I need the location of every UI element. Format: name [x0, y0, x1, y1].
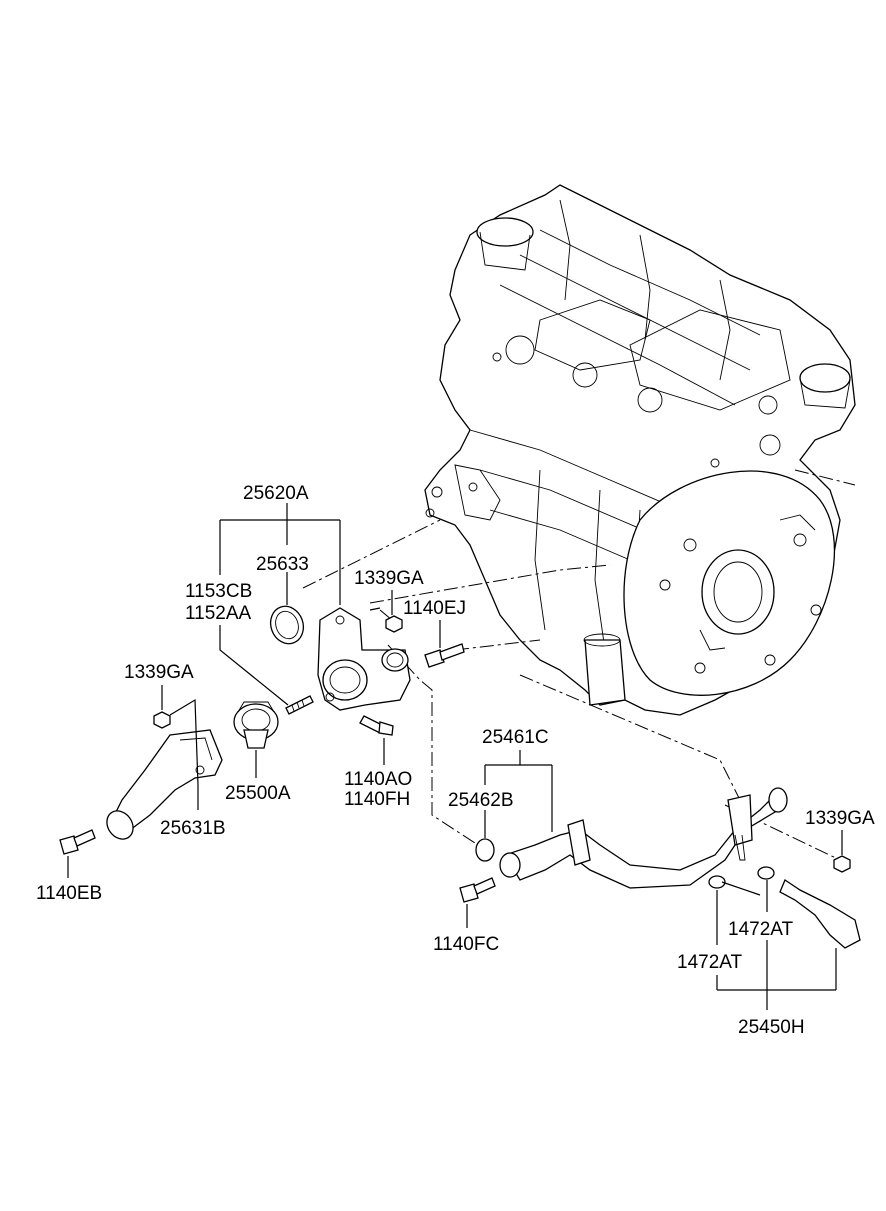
label-1140ej[interactable]: 1140EJ: [403, 598, 466, 619]
gasket-ring-25633[interactable]: [265, 602, 308, 649]
nut-1339ga-left[interactable]: [153, 711, 171, 729]
clamp-1472at-right[interactable]: [757, 866, 775, 880]
label-1339ga-left[interactable]: 1339GA: [124, 662, 194, 683]
water-inlet-fitting-25631b[interactable]: [102, 729, 223, 844]
label-1339ga-right[interactable]: 1339GA: [805, 808, 875, 829]
label-25450h[interactable]: 25450H: [738, 1017, 805, 1038]
part-labels: 25620A 25633 1153CB 1152AA 1339GA 1140EJ…: [36, 483, 875, 1038]
label-1140fc[interactable]: 1140FC: [433, 934, 499, 955]
bolt-1140fc[interactable]: [459, 877, 496, 903]
engine-block: [424, 184, 856, 716]
label-1140fh[interactable]: 1140FH: [344, 789, 410, 810]
nut-1339ga-right[interactable]: [833, 855, 851, 873]
bolt-1140eb[interactable]: [59, 829, 96, 855]
nut-1339ga-top[interactable]: [385, 615, 403, 633]
leader-lines: [67, 503, 843, 1010]
bolt-1140ao[interactable]: [359, 715, 394, 736]
label-25620a[interactable]: 25620A: [243, 483, 309, 504]
thermostat-25500a[interactable]: [233, 701, 279, 749]
label-1153cb[interactable]: 1153CB: [185, 581, 252, 602]
bolt-1140ej[interactable]: [424, 643, 465, 668]
o-ring-25462b[interactable]: [475, 838, 495, 862]
label-1152aa[interactable]: 1152AA: [185, 603, 252, 624]
label-25500a[interactable]: 25500A: [225, 783, 291, 804]
label-25633[interactable]: 25633: [256, 554, 309, 575]
label-25462b[interactable]: 25462B: [448, 790, 514, 811]
thermostat-housing[interactable]: [317, 607, 411, 711]
hose-25450h[interactable]: [779, 879, 861, 949]
water-pipe-25461c[interactable]: [499, 787, 788, 889]
label-1472at-left[interactable]: 1472AT: [677, 952, 743, 973]
label-1339ga-top[interactable]: 1339GA: [354, 568, 424, 589]
label-1472at-right[interactable]: 1472AT: [728, 919, 794, 940]
label-25461c[interactable]: 25461C: [482, 727, 549, 748]
label-1140eb[interactable]: 1140EB: [36, 883, 102, 904]
label-25631b[interactable]: 25631B: [160, 818, 226, 839]
label-1140ao[interactable]: 1140AO: [344, 769, 412, 790]
clamp-1472at-left[interactable]: [708, 875, 726, 889]
stud-bolt-1153cb[interactable]: [285, 695, 314, 715]
